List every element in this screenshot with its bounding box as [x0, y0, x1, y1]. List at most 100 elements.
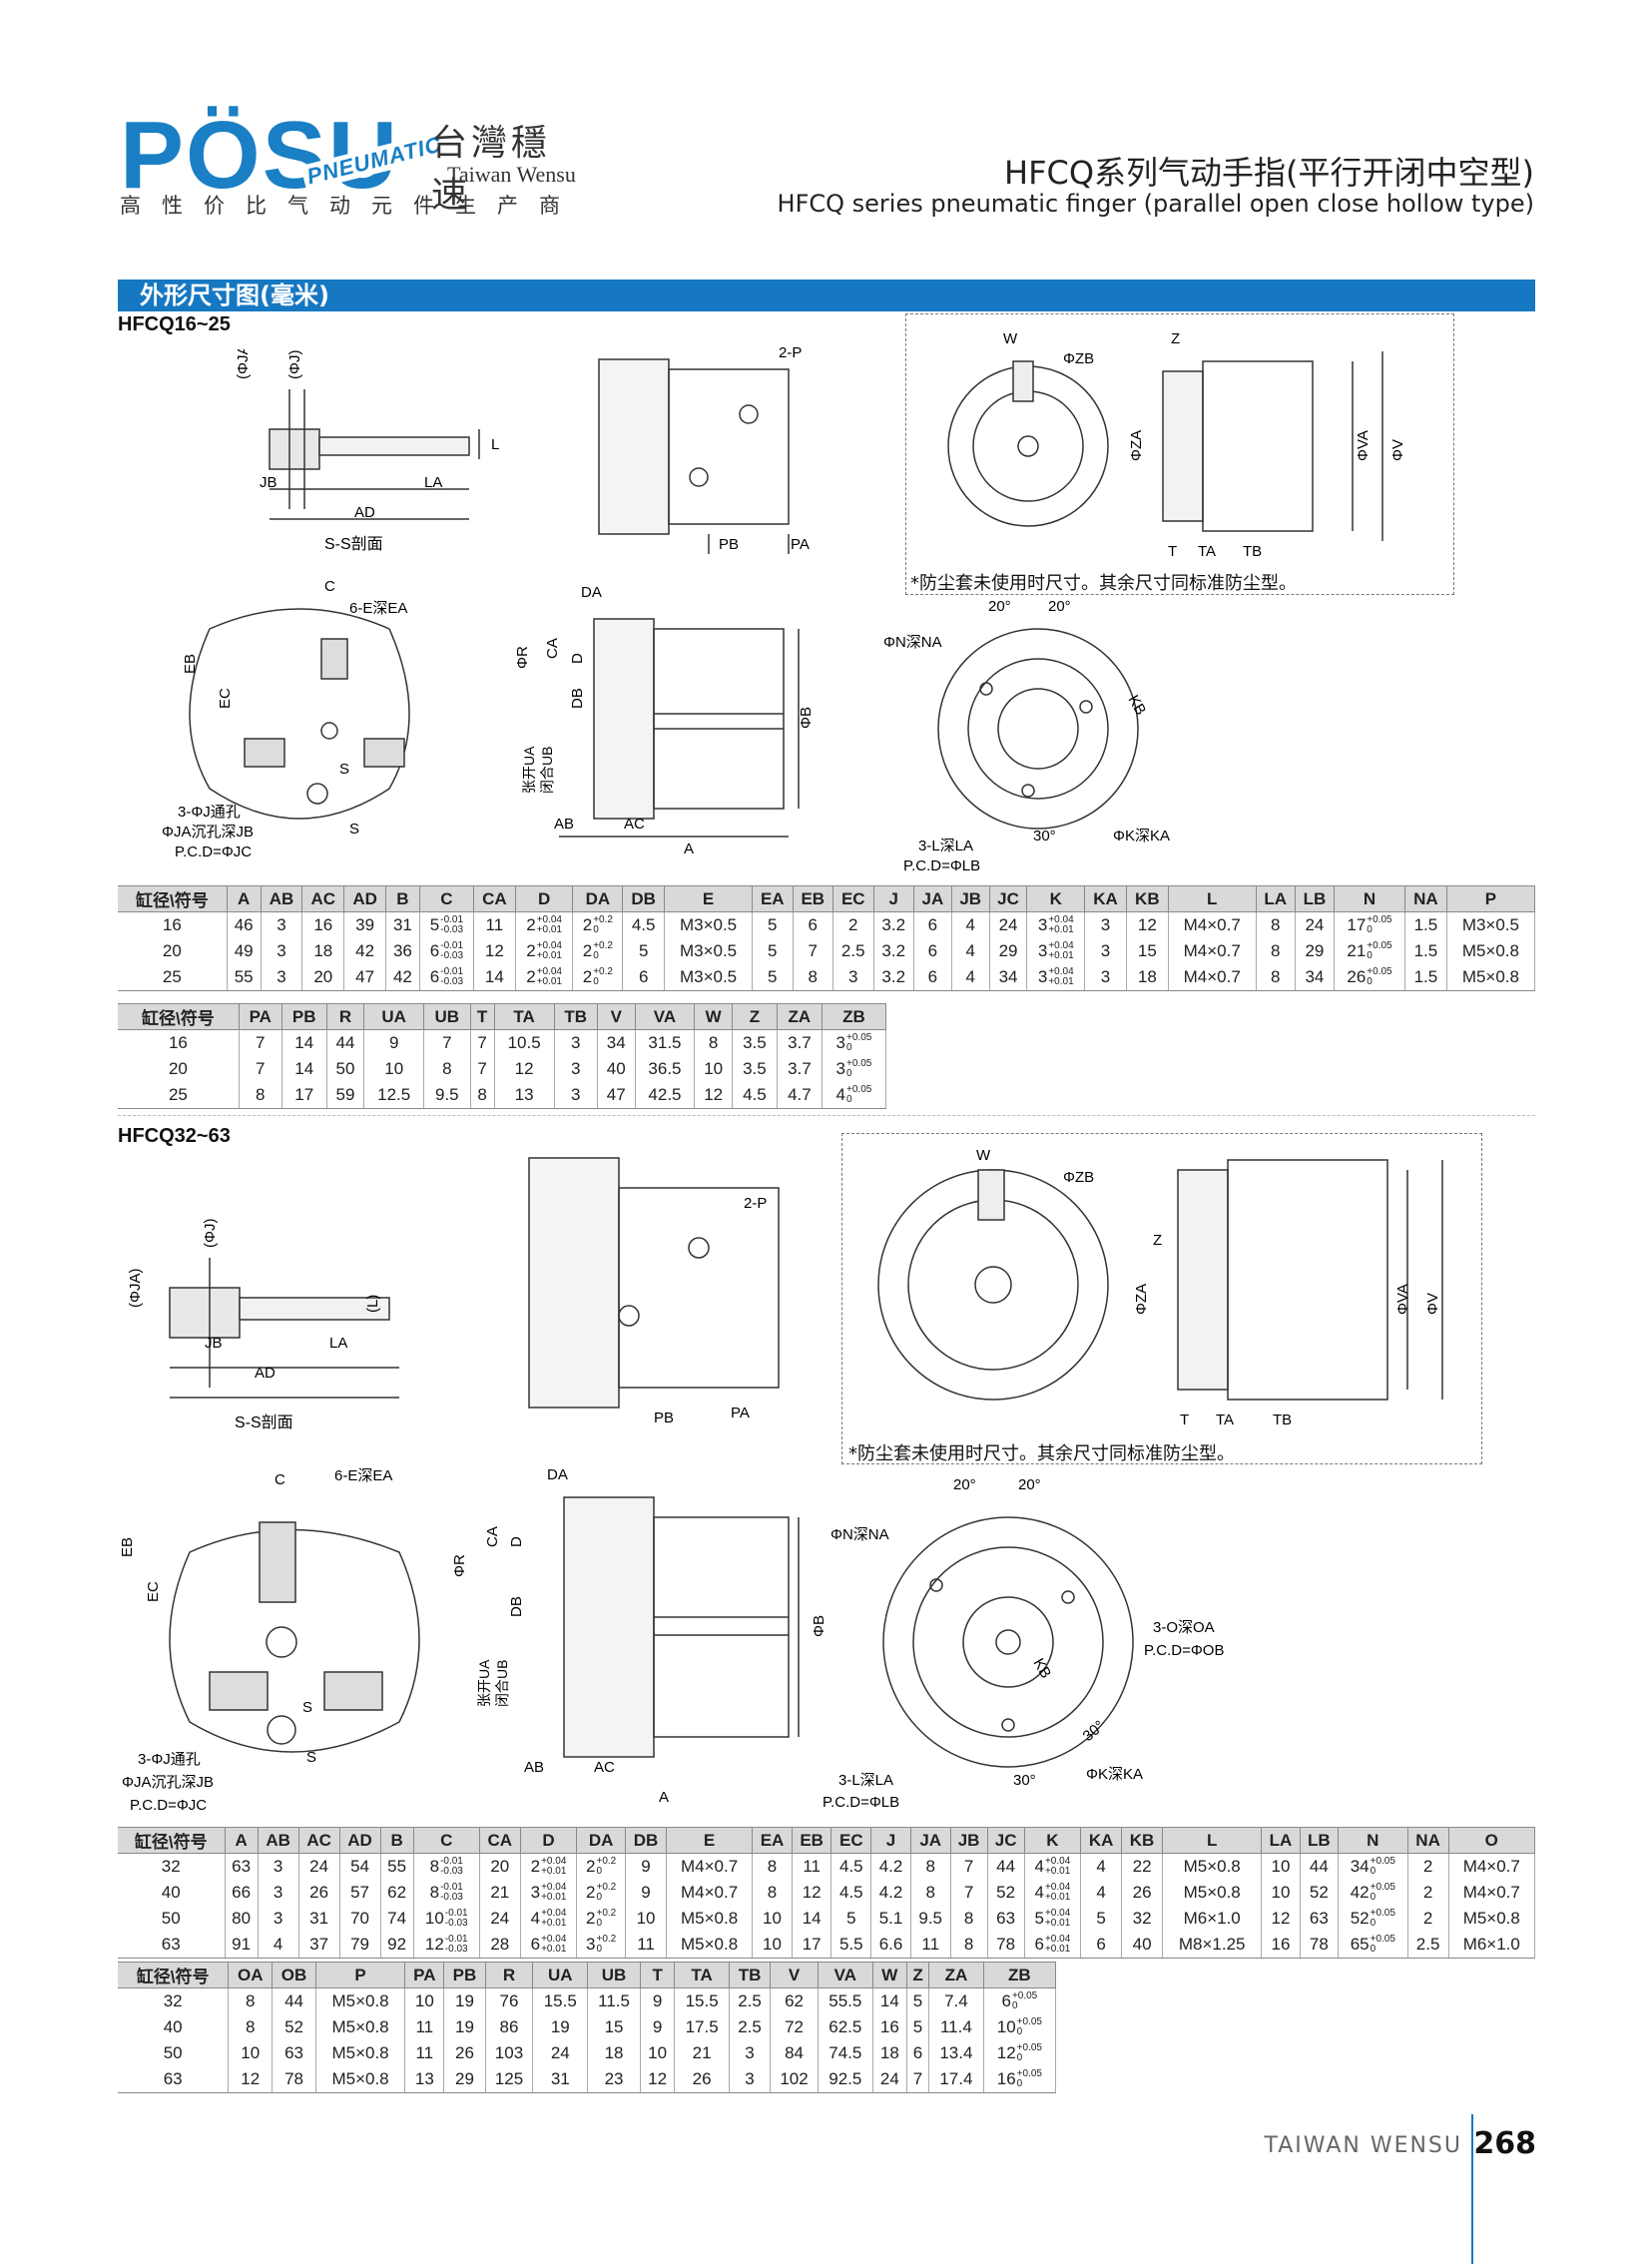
table-cell: 4 — [257, 1932, 299, 1959]
s1-label-s-bottom: S — [349, 821, 359, 838]
s1-label-zb: ΦZB — [1063, 350, 1094, 367]
table-cell: 7 — [792, 938, 834, 964]
table-cell: 5 — [1080, 1906, 1123, 1932]
brand-name-en: Taiwan Wensu — [447, 162, 576, 187]
s1-label-phi-ja: (ΦJA) — [235, 349, 252, 379]
table-cell: 8 — [423, 1056, 471, 1082]
table-cell: 6-0.01-0.03 — [418, 938, 474, 964]
table-header-cell: TA — [493, 1003, 555, 1030]
table-cell: 29 — [443, 2066, 486, 2093]
s1-label-da: DA — [581, 584, 602, 601]
table-cell: 50 — [118, 2040, 230, 2066]
table-cell: 3.7 — [776, 1056, 823, 1082]
table-header-cell: VA — [817, 1962, 873, 1988]
table-cell: 63 — [118, 1932, 226, 1959]
table-cell: 52 — [272, 2014, 316, 2040]
s2-label-3o: 3-O深OA — [1153, 1619, 1215, 1636]
table-cell: 9 — [363, 1029, 425, 1056]
s2-label-ca: CA — [484, 1526, 501, 1547]
s2-label-z: Z — [1153, 1232, 1162, 1249]
table-cell: 11.5 — [587, 1987, 641, 2014]
series1-ss-section-drawing: (ΦJA) (ΦJ) L JB LA AD S-S剖面 — [235, 349, 499, 553]
table-cell: 24 — [297, 1853, 340, 1880]
table-cell: 24 — [532, 2040, 589, 2066]
table-header-cell: L — [1167, 885, 1257, 912]
table-header-cell: 缸径\符号 — [118, 1962, 230, 1988]
table-cell: 4.2 — [870, 1880, 911, 1906]
table-cell: 10-0.01-0.03 — [412, 1906, 480, 1932]
s1-label-tb: TB — [1243, 543, 1262, 560]
table-cell: 6 — [792, 911, 834, 938]
table-cell: 22 — [1121, 1853, 1164, 1880]
table-cell: 2+0.04+0.01 — [514, 938, 574, 964]
table-cell: M4×0.7 — [1447, 1853, 1536, 1880]
table-cell: 6 — [622, 964, 666, 991]
table-cell: 6-0.01-0.03 — [418, 964, 474, 991]
table-cell: 55 — [226, 964, 262, 991]
table-cell: 21 — [674, 2040, 730, 2066]
table-cell: 9 — [639, 1987, 676, 2014]
table-cell: 7 — [238, 1029, 282, 1056]
table-cell: 50 — [325, 1056, 365, 1082]
table-cell: 10 — [752, 1932, 793, 1959]
table-cell: M4×0.7 — [665, 1853, 754, 1880]
table-header-cell: JB — [949, 1827, 988, 1854]
table-cell: 10 — [363, 1056, 425, 1082]
table-cell: 14 — [871, 1987, 907, 2014]
table-header-cell: A — [226, 885, 262, 912]
s2-label-b: ΦB — [811, 1615, 827, 1637]
table-cell: 9 — [625, 1853, 667, 1880]
table-cell: 79 — [338, 1932, 381, 1959]
table-cell: 4+0.04+0.01 — [519, 1906, 578, 1932]
s1-label-ua: 张开UA — [521, 746, 537, 794]
table-header-cell: DA — [576, 1827, 627, 1854]
s2-label-phi-ja: (ΦJA) — [127, 1269, 144, 1308]
table-cell: 3 — [832, 964, 874, 991]
table-cell: 54 — [338, 1853, 381, 1880]
table-header-cell: UA — [532, 1962, 589, 1988]
s2-label-n: ΦN深NA — [830, 1526, 889, 1543]
table-cell: 1.5 — [1404, 938, 1447, 964]
table-header-cell: P — [314, 1962, 406, 1988]
table-cell: 3+0.04+0.01 — [519, 1880, 578, 1906]
table-cell: 15 — [587, 2014, 641, 2040]
table-header-cell: NA — [1406, 1827, 1449, 1854]
table-cell: 36 — [385, 938, 420, 964]
table-cell: 18 — [871, 2040, 907, 2066]
table-cell: 4 — [1080, 1853, 1123, 1880]
s2-label-jb: JB — [205, 1335, 223, 1352]
table-header-cell: DB — [625, 1827, 667, 1854]
table-cell: M5×0.8 — [314, 2040, 406, 2066]
table-cell: M4×0.7 — [1447, 1880, 1536, 1906]
table-cell: 4.2 — [870, 1853, 911, 1880]
table-cell: 6 — [905, 2040, 930, 2066]
s2-label-pcd-ob: P.C.D=ΦOB — [1144, 1642, 1224, 1659]
table-cell: 9 — [639, 2014, 676, 2040]
table-cell: 91 — [224, 1932, 259, 1959]
table-cell: 47 — [343, 964, 387, 991]
table-header-cell: P — [1445, 885, 1536, 912]
s2-label-s-top: S — [302, 1699, 312, 1716]
s1-label-2p: 2-P — [779, 344, 802, 361]
table-cell: M3×0.5 — [1445, 911, 1536, 938]
s2-label-ad: AD — [255, 1365, 275, 1382]
table-header-cell: J — [872, 885, 914, 912]
table-cell: 11 — [472, 911, 516, 938]
table-cell: 3 — [728, 2066, 772, 2093]
table-cell: 12 — [472, 938, 516, 964]
table-cell: 4 — [950, 911, 990, 938]
table-header-cell: TB — [553, 1003, 598, 1030]
table-cell: 5 — [752, 964, 794, 991]
table-cell: 5 — [830, 1906, 872, 1932]
footer-divider — [1471, 2114, 1473, 2264]
table-cell: M5×0.8 — [1447, 1906, 1536, 1932]
